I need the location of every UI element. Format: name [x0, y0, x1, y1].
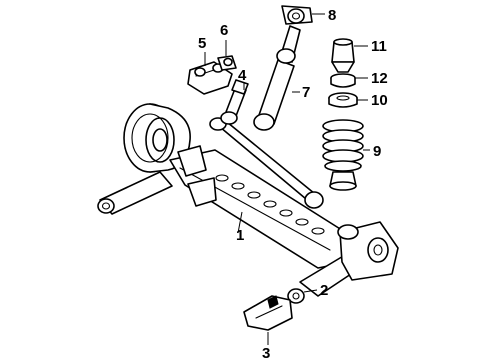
lower-bushing	[287, 288, 305, 304]
callout-9: 9	[373, 143, 381, 160]
axle-beam	[169, 145, 349, 269]
jounce-bumper	[331, 38, 355, 73]
track-bar	[209, 117, 324, 209]
callout-1: 1	[236, 227, 244, 244]
callout-7: 7	[302, 84, 310, 101]
leader-lines	[204, 13, 370, 345]
spring-insulator	[328, 92, 358, 108]
callout-3: 3	[262, 345, 270, 360]
callout-8: 8	[328, 7, 336, 24]
spring-seat-upper	[330, 73, 356, 88]
callout-labels: 1 2 3 4 5 6 7 8 9 10 11 12	[198, 7, 388, 360]
upper-shock-mount	[281, 5, 313, 25]
callout-6: 6	[220, 22, 228, 39]
callout-4: 4	[238, 67, 247, 84]
bracket-bushing	[217, 55, 237, 71]
callout-2: 2	[320, 282, 328, 299]
callout-5: 5	[198, 35, 206, 52]
right-shock-absorber	[253, 25, 301, 131]
coil-spring	[322, 119, 364, 191]
callout-10: 10	[371, 92, 388, 109]
right-trailing-arm	[299, 221, 399, 297]
callout-12: 12	[371, 70, 388, 87]
left-trailing-arm	[97, 171, 173, 215]
callout-11: 11	[371, 38, 387, 55]
lower-mounting-bracket	[243, 295, 293, 331]
